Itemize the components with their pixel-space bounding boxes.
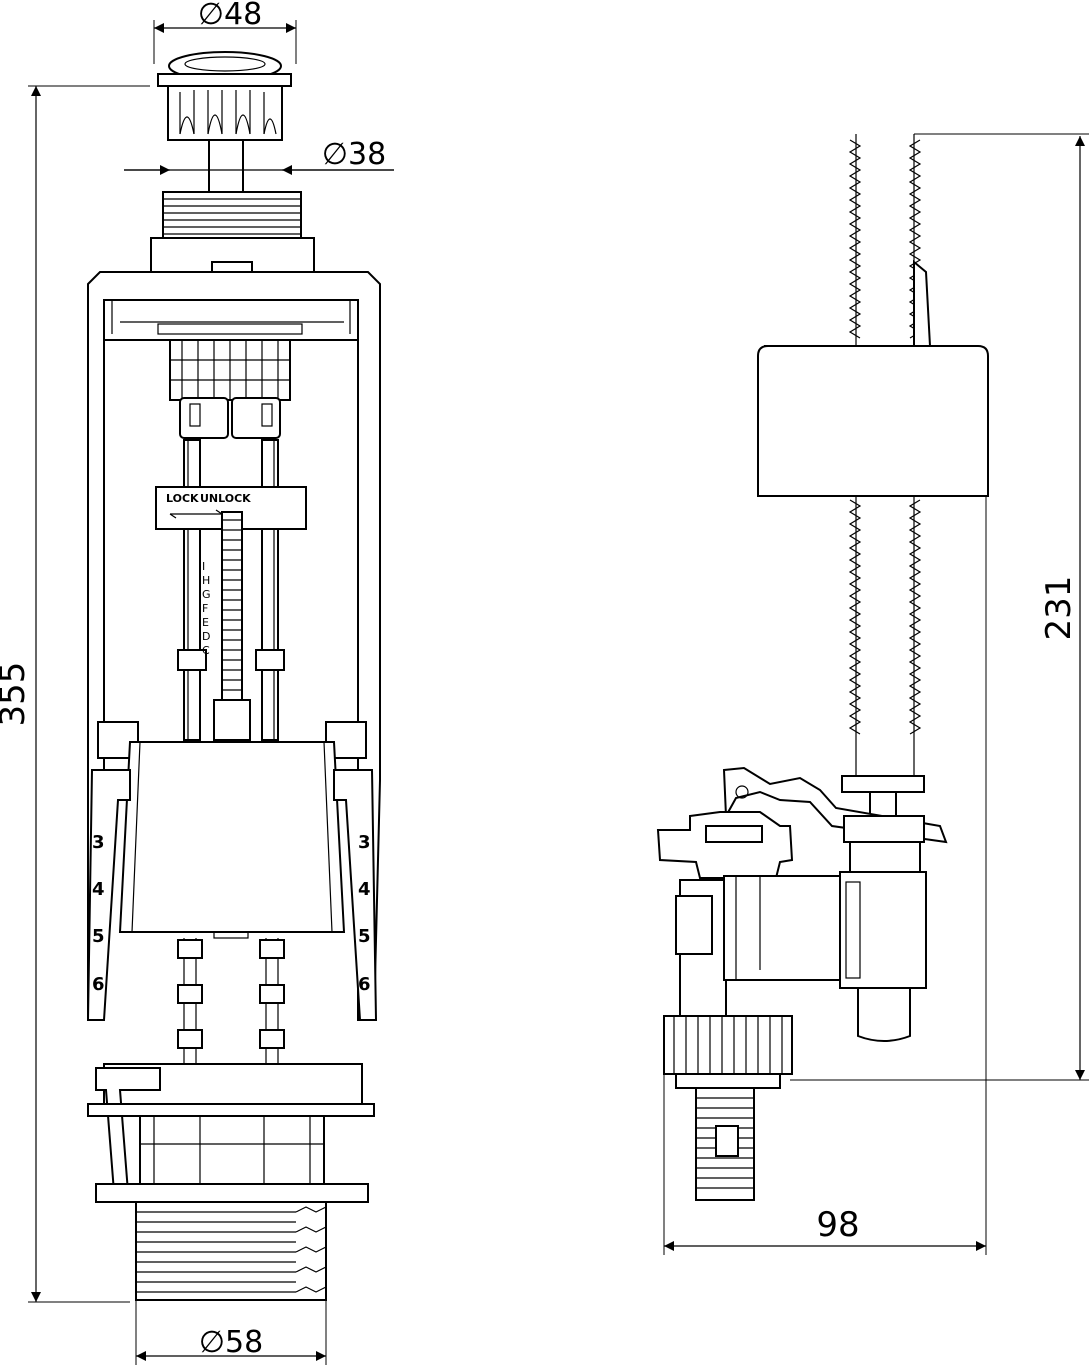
unlock-label: UNLOCK: [200, 492, 251, 505]
scale-number-5-left: 5: [92, 926, 105, 947]
dimension-bottom-diameter: ∅58: [199, 1325, 263, 1360]
dimension-lines-left: ∅48 ∅38 355 ∅58: [0, 0, 394, 1365]
push-button: [157, 51, 292, 193]
dimension-lines-right: 231 98: [663, 133, 1089, 1255]
valve-body: [656, 766, 948, 1201]
dimension-fill-width: 98: [816, 1205, 859, 1245]
fill-valve-drawing: [656, 134, 989, 1201]
valve-base: [87, 1063, 375, 1301]
scale-number-3-left: 3: [92, 832, 105, 853]
scale-number-5-right: 5: [358, 926, 371, 947]
dimension-button-diameter: ∅38: [322, 137, 386, 172]
scale-number-6-right: 6: [358, 974, 371, 995]
scale-number-4-left: 4: [92, 879, 105, 900]
threaded-neck: [150, 191, 315, 275]
scale-number-6-left: 6: [92, 974, 105, 995]
dimension-top-diameter: ∅48: [198, 0, 262, 32]
lower-chains: [177, 938, 285, 1070]
scale-number-4-right: 4: [358, 879, 371, 900]
float-block: [757, 345, 989, 497]
dimension-flush-height: 355: [0, 662, 33, 727]
scale-number-3-right: 3: [358, 832, 371, 853]
float-bell: 3 4 5 6 3 4 5 6: [86, 741, 378, 1021]
lock-label: LOCK: [166, 492, 199, 505]
dimension-fill-height: 231: [1039, 576, 1079, 641]
